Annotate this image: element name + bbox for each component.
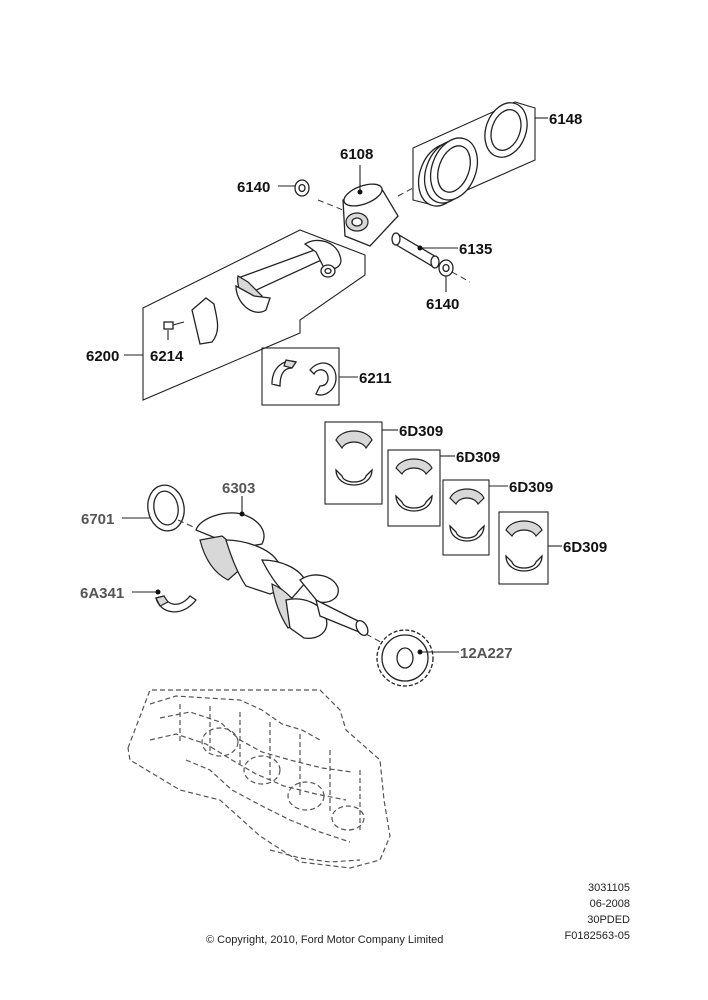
thrust-washer: [155, 595, 197, 613]
engine-block-phantom: [127, 689, 391, 869]
piston-pin: [391, 232, 440, 269]
connecting-rod-cap: [191, 297, 219, 345]
copyright-notice: © Copyright, 2010, Ford Motor Company Li…: [206, 934, 444, 946]
main-bearing-3: [442, 479, 490, 556]
callout-6200: 6200: [86, 348, 119, 365]
reference-code: 30PDED: [587, 914, 630, 926]
main-bearing-2: [387, 449, 441, 527]
reference-number: 3031105: [587, 882, 630, 894]
main-bearing-1: [324, 421, 383, 505]
rod-bearing-shells: [271, 359, 337, 396]
callout-6140-lower: 6140: [426, 296, 459, 313]
callout-6108: 6108: [340, 146, 373, 163]
callout-6140-upper: 6140: [237, 179, 270, 196]
callout-6d309-2: 6D309: [456, 449, 500, 466]
crankshaft: [195, 512, 369, 639]
reference-date: 06-2008: [589, 898, 630, 910]
crankshaft-reluctor-ring: [376, 629, 434, 687]
callout-6303: 6303: [222, 480, 255, 497]
rear-main-seal: [147, 484, 185, 532]
piston-ring-set: [412, 101, 536, 207]
figure-number: F0182563-05: [564, 930, 630, 942]
connecting-rod: [235, 239, 342, 313]
callout-12a227: 12A227: [460, 645, 513, 662]
rod-bushing: [320, 264, 336, 278]
callout-6211: 6211: [359, 370, 392, 387]
pin-retainer-clip-upper: [294, 179, 310, 197]
rod-cap-bolt: [163, 321, 185, 330]
callout-6214: 6214: [150, 348, 184, 365]
callout-6135: 6135: [459, 241, 492, 258]
callout-6701: 6701: [81, 511, 114, 528]
callout-6d309-1: 6D309: [399, 423, 443, 440]
callout-6148: 6148: [549, 111, 582, 128]
callout-6d309-3: 6D309: [509, 479, 553, 496]
callout-6d309-4: 6D309: [563, 539, 607, 556]
reference-block: 3031105 06-2008 30PDED F0182563-05: [565, 880, 630, 944]
pin-retainer-clip-lower: [438, 259, 454, 277]
callout-6a341: 6A341: [80, 585, 124, 602]
piston: [342, 183, 399, 247]
main-bearing-4: [498, 511, 549, 585]
